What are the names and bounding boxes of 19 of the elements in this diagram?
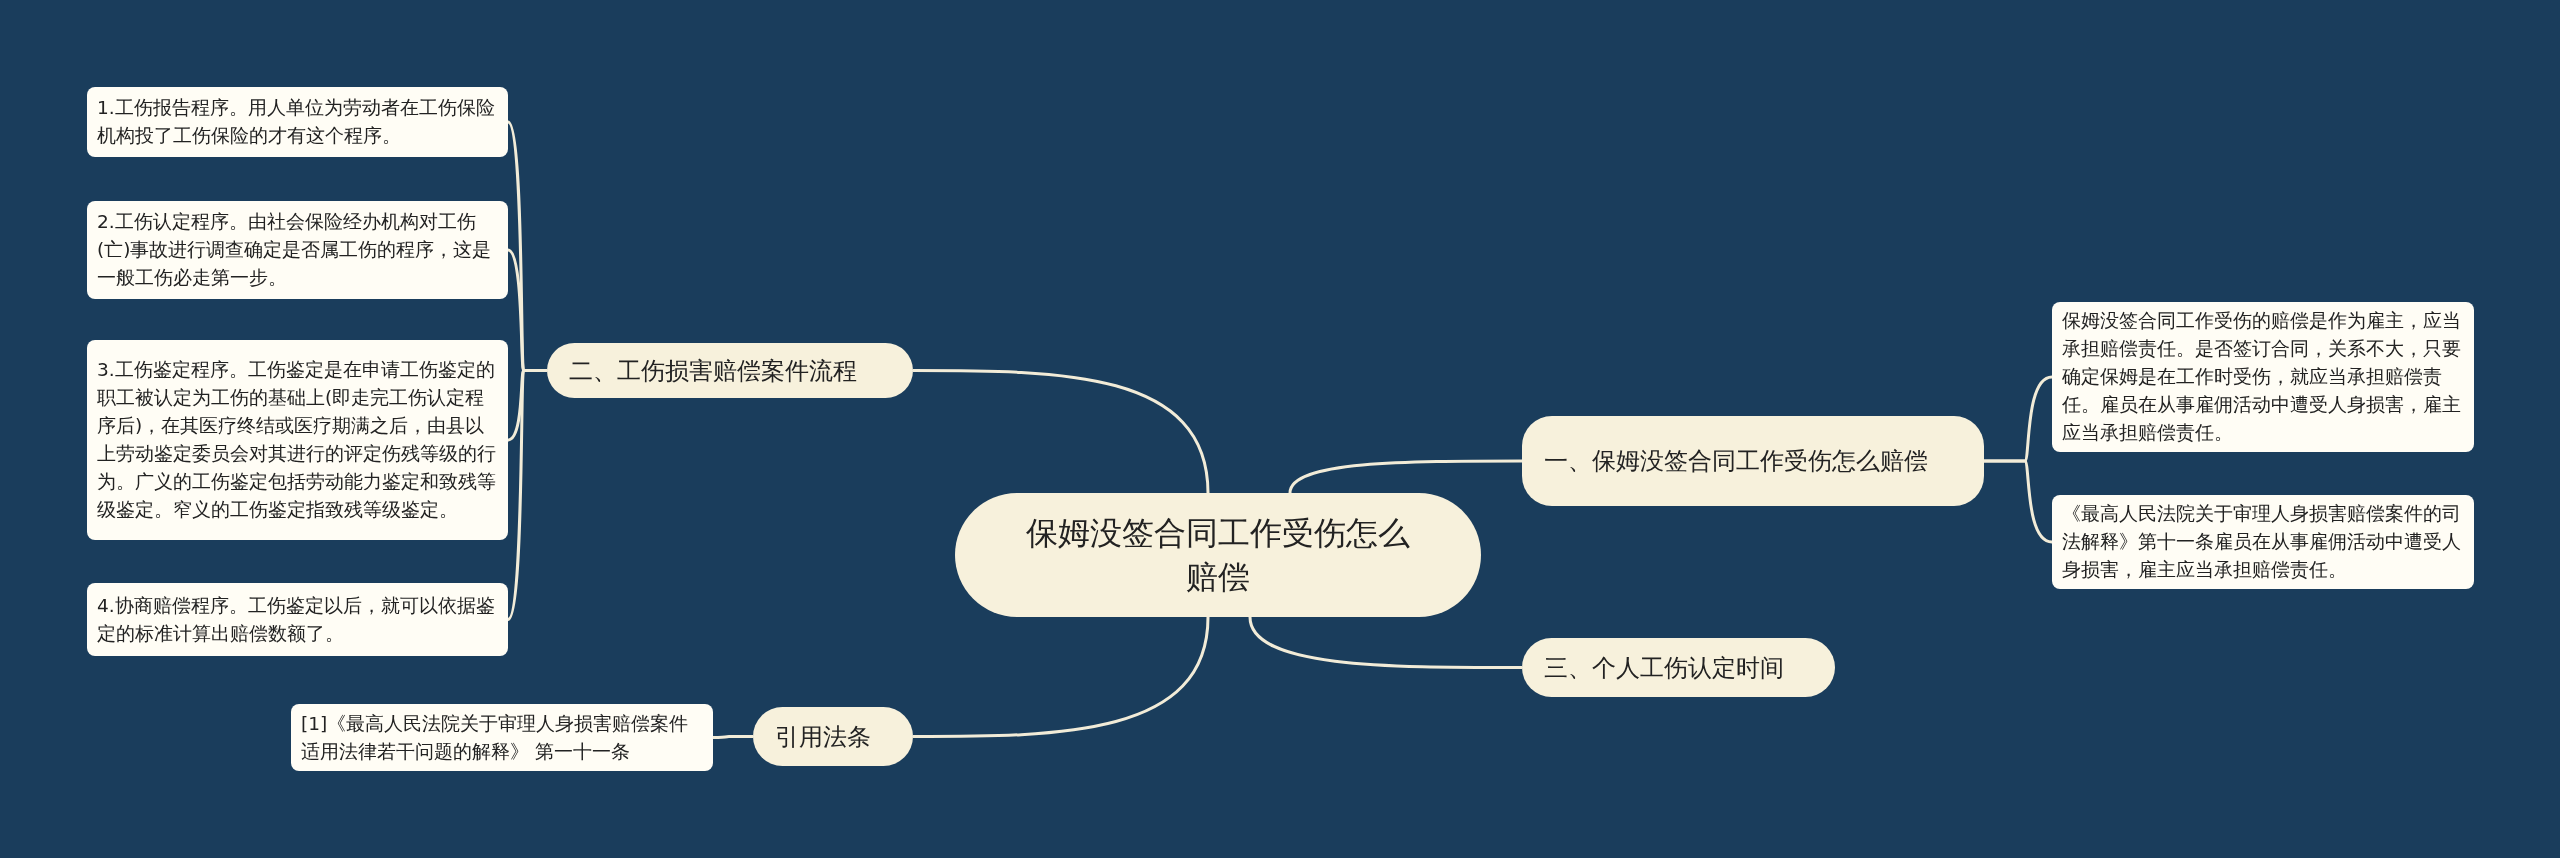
connector-line [913,369,1210,494]
connector-line [913,616,1210,738]
note-box: 3.工伤鉴定程序。工伤鉴定是在申请工伤鉴定的职工被认定为工伤的基础上(即走完工伤认定程序后)，在其医疗终结或医疗期满之后，由县以上劳动鉴定委员会对其进行的评定伤残等级的行为。广义的工伤鉴定包括劳动能力鉴定和致残等级鉴定。窄义的工伤鉴定指致残等级鉴定。 [87,340,508,540]
connector-line [506,369,547,621]
topic-box: 三、个人工伤认定时间 [1522,638,1835,697]
note-box: 《最高人民法院关于审理人身损害赔偿案件的司法解释》第十一条雇员在从事雇佣活动中遭受人身损害，雇主应当承担赔偿责任。 [2052,495,2474,589]
topic-box: 引用法条 [753,707,913,766]
note-box: 1.工伤报告程序。用人单位为劳动者在工伤保险机构投了工伤保险的才有这个程序。 [87,87,508,157]
connector-line [1288,459,1522,494]
connector-line [1984,459,2053,544]
connector-line [713,735,753,739]
note-box: 2.工伤认定程序。由社会保险经办机构对工伤(亡)事故进行调查确定是否属工伤的程序，这是一般工伤必走第一步。 [87,201,508,299]
note-box: 4.协商赔偿程序。工伤鉴定以后，就可以依据鉴定的标准计算出赔偿数额了。 [87,583,508,656]
central-topic-box: 保姆没签合同工作受伤怎么赔偿 [955,493,1481,617]
note-box: [1]《最高人民法院关于审理人身损害赔偿案件适用法律若干问题的解释》 第一十一条 [291,704,713,771]
topic-box: 二、工伤损害赔偿案件流程 [547,343,913,398]
note-box: 保姆没签合同工作受伤的赔偿是作为雇主，应当承担赔偿责任。是否签订合同，关系不大，只要确定保姆是在工作时受伤，就应当承担赔偿责任。雇员在从事雇佣活动中遭受人身损害，雇主应当承担赔偿责任。 [2052,302,2474,452]
topic-box: 一、保姆没签合同工作受伤怎么赔偿 [1522,416,1984,506]
connector-line [1248,616,1522,669]
